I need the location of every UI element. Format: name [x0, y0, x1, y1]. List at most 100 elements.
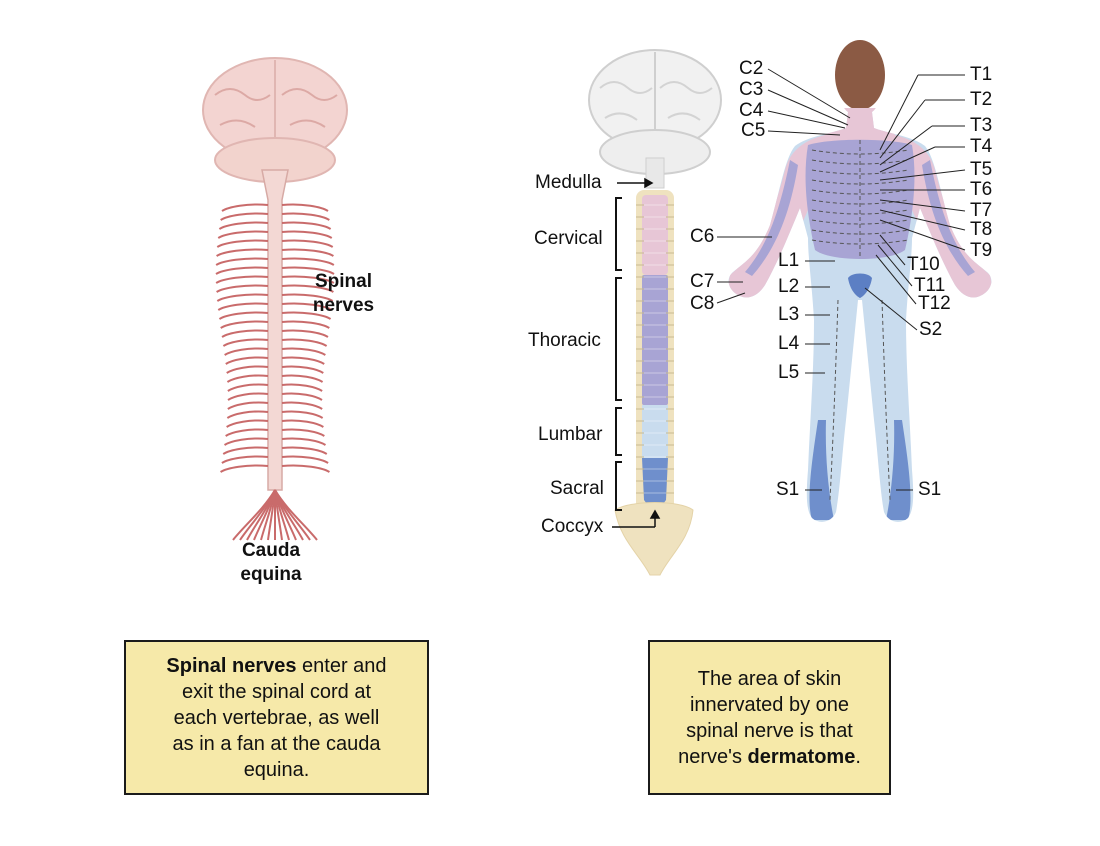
dermatome-label-c6: C6	[690, 226, 715, 247]
spinal-nerve-left	[222, 446, 269, 455]
spinal-nerve-right	[281, 284, 334, 293]
left-brain-illustration	[202, 57, 348, 183]
spinal-nerve-left	[225, 356, 269, 365]
spinal-nerve-left	[217, 230, 269, 239]
spinal-nerve-left	[216, 248, 269, 257]
spinal-nerve-right	[281, 203, 329, 212]
dermatome-label-s1-right: S1	[918, 479, 942, 500]
spinal-nerve-right	[281, 320, 330, 329]
dermatome-label-l5: L5	[778, 362, 800, 383]
sacral-segment	[642, 458, 668, 515]
spinal-nerve-right	[281, 329, 329, 338]
lumbar-label: Lumbar	[538, 424, 603, 445]
spinal-nerve-left	[227, 401, 269, 410]
lumbar-segment	[642, 405, 668, 458]
cauda-equina-label-line1: Cauda	[241, 540, 301, 561]
dermatome-band	[811, 199, 909, 205]
spinal-nerve-left	[217, 302, 269, 311]
dermatome-label-l4: L4	[778, 333, 800, 354]
caption-right-line4: nerve's dermatome.	[650, 744, 889, 770]
caption-left-line2: exit the spinal cord at	[182, 680, 371, 703]
spinal-nerve-right	[281, 239, 334, 248]
dermatome-label-c4: C4	[739, 100, 764, 121]
dermatome-band	[811, 179, 909, 185]
thoracic-segment	[642, 275, 668, 405]
middle-brain-illustration	[588, 49, 722, 189]
caption-left-line4: as in a fan at the cauda	[172, 732, 381, 755]
dermatome-leader-lines	[716, 68, 966, 491]
dermatome-label-c7: C7	[690, 271, 715, 292]
caption-right-line1: The area of skin	[697, 667, 842, 690]
spinal-nerves-fan	[215, 203, 335, 541]
spinal-nerve-left	[220, 212, 269, 221]
spinal-nerve-right	[281, 365, 324, 374]
caption-left-line1: Spinal nerves enter and	[126, 653, 427, 679]
spinal-nerve-right	[281, 392, 323, 401]
spinal-nerve-right	[281, 347, 326, 356]
cervical-segment	[642, 195, 668, 275]
caption-right-line2: innervated by one	[689, 693, 849, 716]
dermatome-label-t4: T4	[970, 136, 993, 157]
dermatome-label-s1-left: S1	[776, 479, 800, 500]
vertebral-column	[614, 190, 694, 576]
cauda-equina-strand	[274, 489, 318, 541]
region-brackets	[615, 197, 622, 511]
spinal-nerves-label-line2: nerves	[312, 295, 375, 316]
spinal-nerve-right	[281, 221, 332, 230]
dermatome-label-t5: T5	[970, 159, 993, 180]
cauda-equina-label-line2: equina	[240, 564, 302, 585]
spinal-nerve-right	[281, 230, 333, 239]
spinal-nerve-left	[227, 392, 269, 401]
dermatome-label-t3: T3	[970, 115, 993, 136]
spinal-nerve-left	[216, 284, 269, 293]
spinal-nerve-left	[223, 437, 269, 446]
spinal-nerve-right	[281, 302, 333, 311]
spinal-nerve-left	[218, 311, 269, 320]
spinal-nerve-left	[216, 239, 269, 248]
caption-right-line4-pre: nerve's	[678, 745, 748, 768]
dermatome-label-l3: L3	[778, 304, 800, 325]
spinal-nerve-left	[226, 419, 269, 428]
sacral-label: Sacral	[550, 478, 604, 499]
left-spinal-cord	[261, 169, 289, 491]
spinal-nerve-left	[226, 410, 269, 419]
spinal-nerve-right	[281, 248, 334, 257]
spinal-nerve-left	[215, 275, 269, 284]
dermatome-label-t6: T6	[970, 179, 993, 200]
spinal-nerve-right	[281, 455, 329, 464]
dermatome-label-t9: T9	[970, 240, 993, 261]
spinal-nerve-right	[281, 464, 330, 473]
spinal-nerve-right	[281, 374, 324, 383]
spinal-nerve-right	[281, 419, 324, 428]
spinal-nerve-right	[281, 275, 335, 284]
spinal-nerve-right	[281, 293, 334, 302]
dermatome-label-c8: C8	[690, 293, 715, 314]
dermatome-label-t1: T1	[970, 64, 993, 85]
spinal-nerve-left	[221, 455, 269, 464]
spinal-nerve-left	[226, 374, 269, 383]
dermatome-label-t10: T10	[907, 254, 940, 275]
dermatome-label-t11: T11	[914, 275, 946, 296]
spinal-nerve-left	[221, 203, 269, 212]
dermatome-band	[811, 169, 909, 175]
spinal-nerve-right	[281, 338, 328, 347]
spinal-nerve-left	[218, 221, 269, 230]
region-arrows	[612, 177, 661, 528]
caption-left-line1-rest: enter and	[296, 654, 387, 677]
spinal-nerve-right	[281, 356, 325, 365]
dermatome-leg-line	[881, 299, 891, 501]
spinal-nerve-right	[281, 428, 325, 437]
spinal-nerve-right	[281, 311, 332, 320]
dermatome-label-l2: L2	[778, 276, 800, 297]
spinal-nerve-right	[281, 266, 335, 275]
dermatome-band	[811, 189, 909, 195]
cervical-label: Cervical	[534, 228, 603, 249]
dermatome-label-t8: T8	[970, 219, 993, 240]
spinal-nerve-left	[220, 320, 269, 329]
cauda-equina-label: Cauda equina	[231, 541, 311, 585]
spinal-nerve-right	[281, 401, 323, 410]
spinal-nerve-left	[215, 257, 269, 266]
spinal-nerve-right	[281, 410, 324, 419]
caption-left-line5: equina.	[243, 758, 310, 781]
medulla-label: Medulla	[535, 172, 602, 193]
